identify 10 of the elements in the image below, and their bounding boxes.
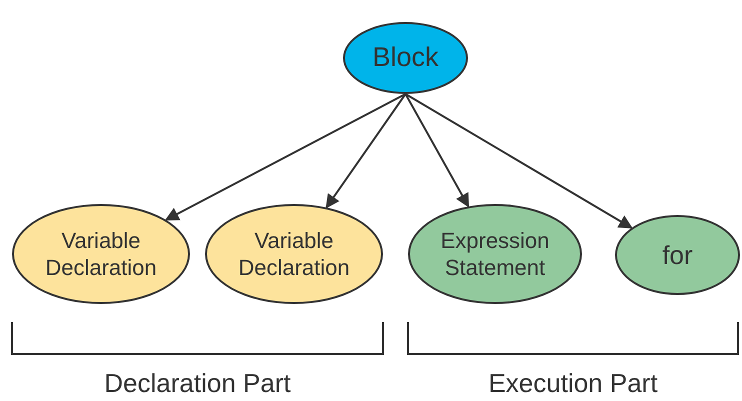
node-label: for [661,238,694,272]
arrow [405,93,633,229]
node-label: Variable Declaration [44,226,158,282]
arrow [164,93,406,221]
node-label: Expression Statement [440,226,550,282]
group-label: Declaration Part [104,367,291,400]
node-label: Block [371,41,440,74]
node-label: Variable Declaration [237,226,351,282]
arrow [326,93,406,209]
group-label: Execution Part [488,367,658,400]
